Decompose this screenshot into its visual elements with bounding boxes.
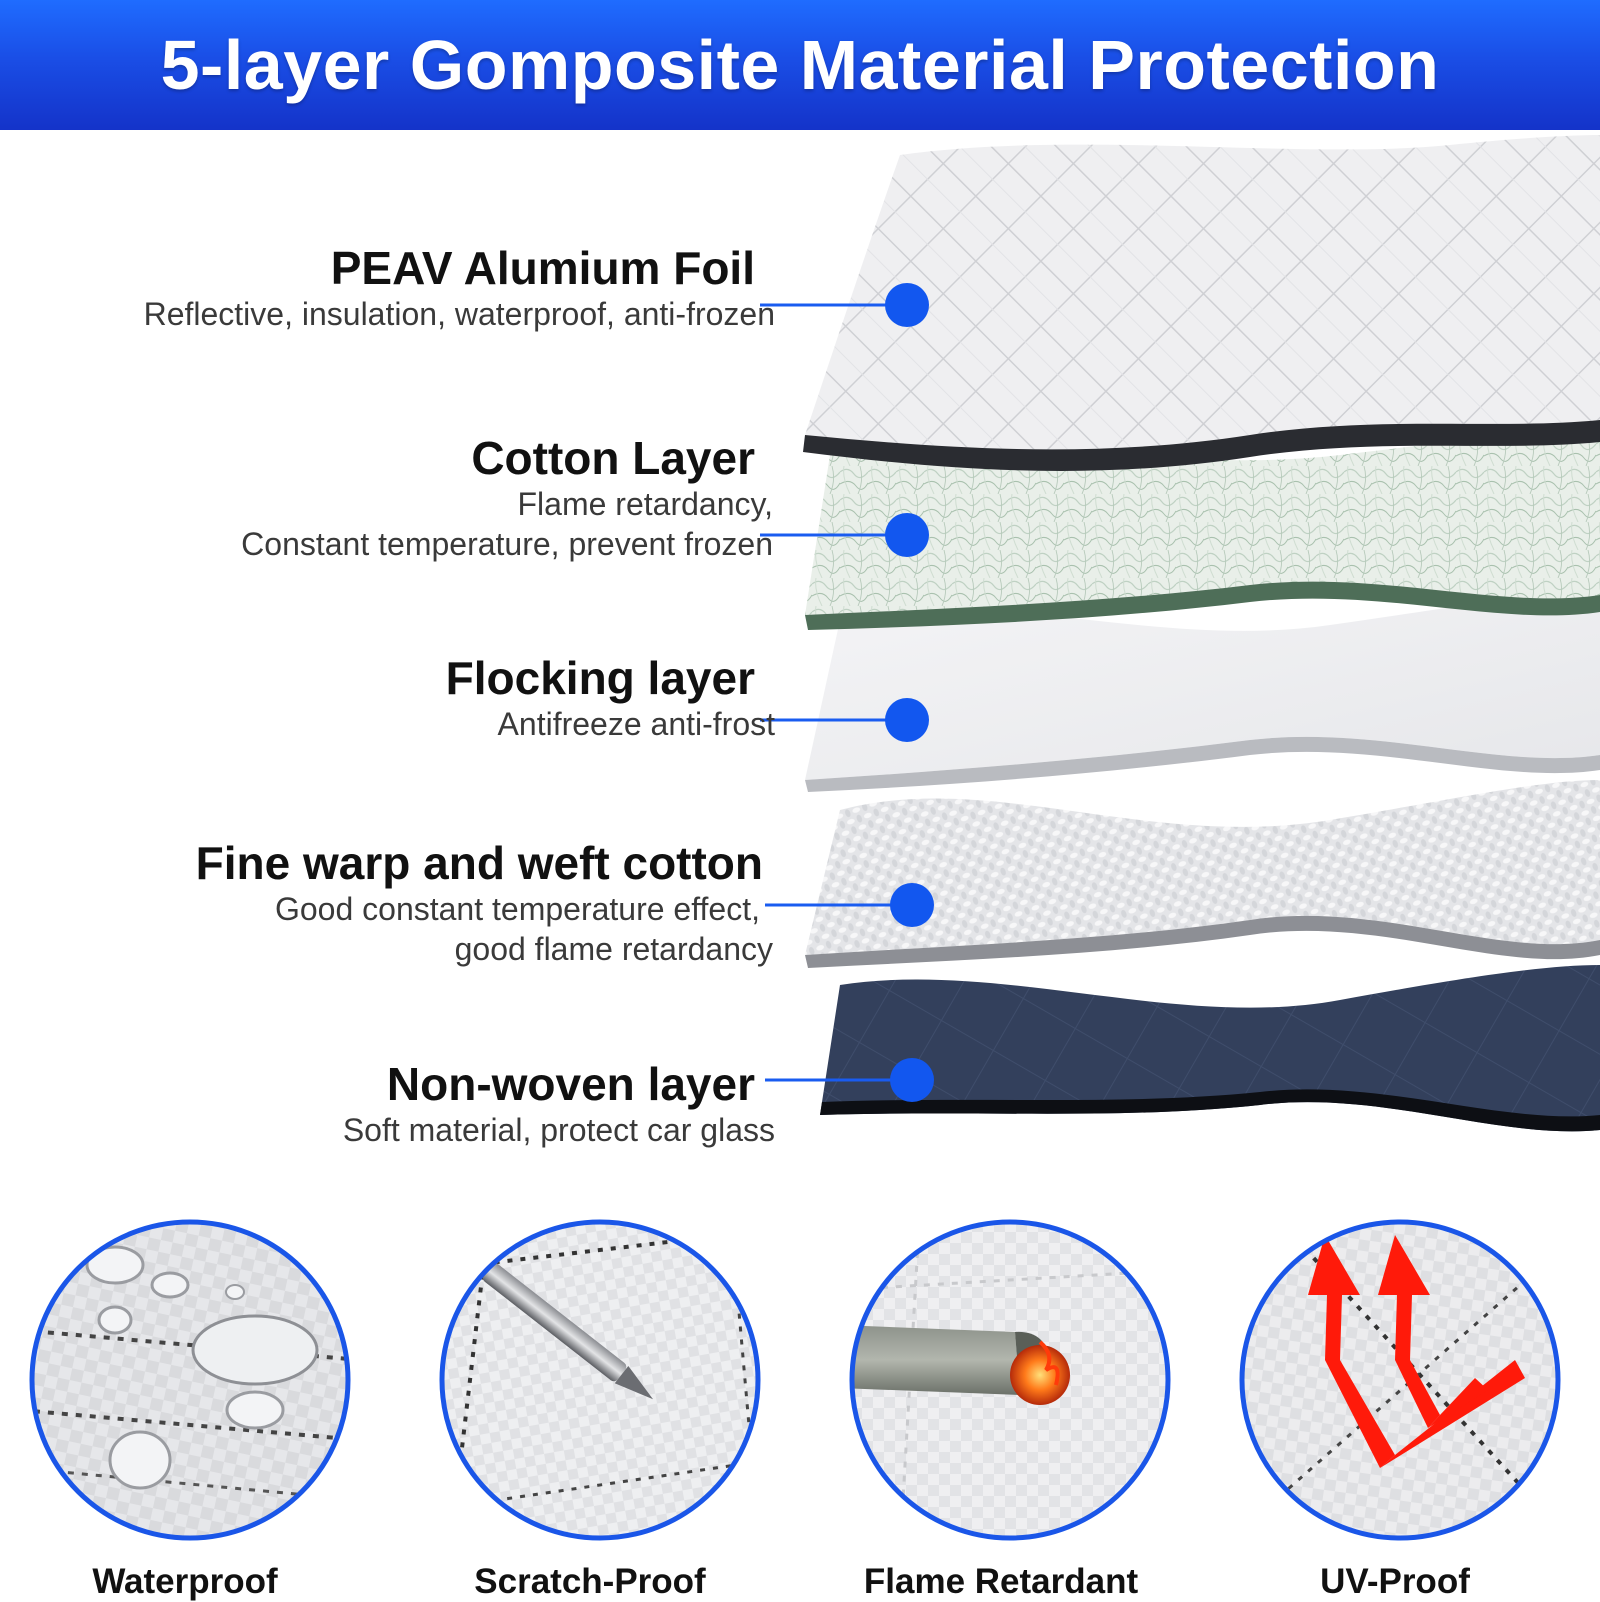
layer-foil [805,135,1600,450]
feature-uv-proof: UV-Proof [1210,1210,1590,1602]
layer-nonwoven [820,965,1600,1132]
feature-scratch-proof: Scratch-Proof [410,1210,790,1602]
feature-row: Waterproof [0,1210,1600,1602]
leader-lines [760,283,934,1102]
leader-flocking [760,698,929,742]
feature-waterproof: Waterproof [0,1210,380,1602]
layer-label-flocking: Flocking layer Antifreeze anti-frost [445,652,775,744]
layer-label-foil: PEAV Alumium Foil Reflective, insulation… [144,242,775,334]
leader-nonwoven [765,1058,934,1102]
layer-desc: Constant temperature, prevent frozen [241,526,773,562]
layer-name: Non-woven layer [386,1058,755,1110]
feature-label: Scratch-Proof [474,1562,706,1601]
layer-desc: Antifreeze anti-frost [497,706,775,742]
layer-name: Fine warp and weft cotton [195,837,763,889]
layer-desc: good flame retardancy [454,931,773,967]
page-title: 5-layer Gomposite Material Protection [160,26,1440,104]
layer-name: Cotton Layer [471,432,755,484]
screwdriver-icon [439,1219,761,1541]
leader-foil [760,283,929,327]
layer-desc: Reflective, insulation, waterproof, anti… [143,296,775,332]
layer-desc: Soft material, protect car glass [342,1112,775,1148]
uv-reflect-arrows-icon [1239,1219,1561,1541]
layer-woven [805,780,1600,955]
layer-label-nonwoven: Non-woven layer Soft material, protect c… [343,1058,775,1150]
layer-name: PEAV Alumium Foil [330,242,755,294]
layer-flocking [805,592,1600,780]
layer-label-woven: Fine warp and weft cotton Good constant … [196,837,773,969]
layer-cotton [805,430,1600,615]
leader-cotton [760,513,929,557]
leader-woven [765,883,934,927]
layer-desc: Flame retardancy, [517,486,774,522]
layer-desc: Good constant temperature effect, [274,891,760,927]
layer-name: Flocking layer [445,652,755,704]
layer-label-cotton: Cotton Layer Flame retardancy, Constant … [241,432,773,564]
water-drops-icon [29,1219,351,1541]
feature-flame-retardant: Flame Retardant [820,1210,1200,1602]
cigarette-icon [849,1219,1171,1541]
feature-label: UV-Proof [1320,1562,1470,1601]
layers-illustration [803,135,1600,1132]
header-banner: 5-layer Gomposite Material Protection [0,0,1600,130]
feature-label: Flame Retardant [863,1562,1139,1601]
feature-label: Waterproof [92,1562,278,1601]
